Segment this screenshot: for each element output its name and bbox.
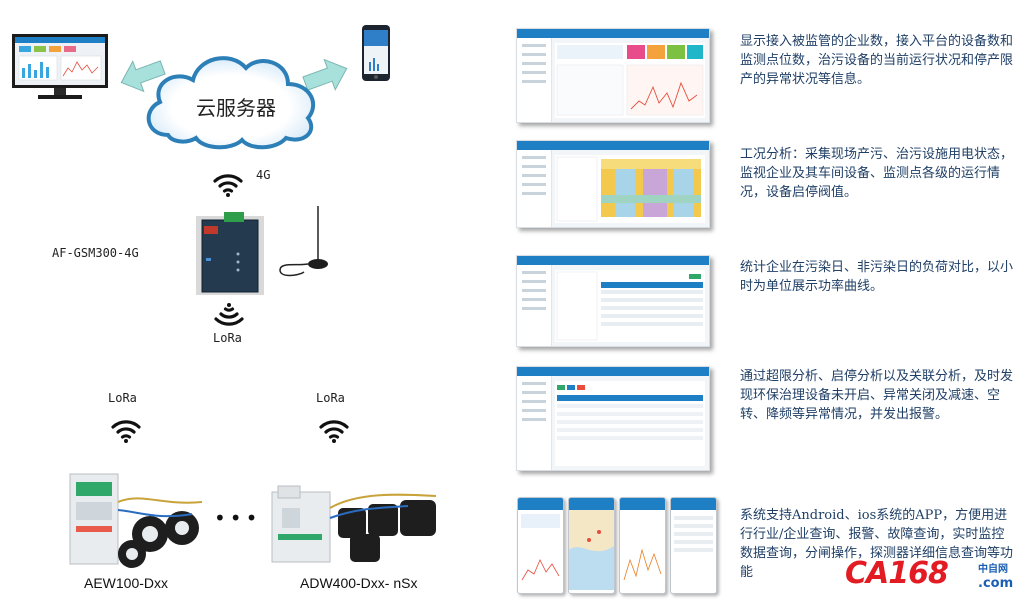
gateway-label: AF-GSM300-4G [52,246,139,260]
adw400-device [268,478,444,572]
lora-gateway-label: LoRa [213,331,242,345]
analysis-screenshot [516,140,710,228]
aew100-device [62,462,212,572]
cloud-label: 云服务器 [196,96,276,120]
wifi-lora-right-icon [319,420,349,443]
load-comparison-screenshot [516,255,710,347]
app-phone-1 [517,497,564,594]
logo-cn: 中自网 [978,564,1008,575]
dashboard-screenshot [516,28,710,123]
logo-brand: CA168 [845,556,949,591]
wifi-4g-icon [213,174,243,197]
app-phone-4 [670,497,717,594]
app-phone-3 [619,497,666,594]
signal-4g-label: 4G [256,168,271,182]
desktop-monitor [10,32,110,102]
app-phone-2 [568,497,615,594]
device-right-label: ADW400-Dxx- nSx [300,575,418,591]
description-3: 统计企业在污染日、非污染日的负荷对比，以小时为单位展示功率曲线。 [740,260,1014,294]
gateway-device [196,210,264,295]
logo-dotcom: .com [978,576,1014,591]
ca168-logo: CA168 [845,556,949,591]
alarm-screenshot [516,366,710,471]
description-1: 显示接入被监管的企业数，接入平台的设备数和监测点位数，治污设备的当前运行状况和停… [740,34,1014,87]
description-4: 通过超限分析、启停分析以及关联分析，及时发现环保治理设备未开启、异常关闭及减速、… [740,369,1014,422]
arrow-to-monitor-icon [120,60,166,93]
lora-left-label: LoRa [108,391,137,405]
antenna-icon [279,206,328,277]
wifi-lora-gateway-icon [214,303,244,326]
ellipsis-dots: ••• [214,506,262,530]
cloud-icon [146,56,316,150]
lora-right-label: LoRa [316,391,345,405]
mobile-phone [361,24,391,82]
wifi-lora-left-icon [111,420,141,443]
device-left-label: AEW100-Dxx [84,575,169,591]
arrow-to-phone-icon [302,58,348,91]
description-5: 系统支持Android、ios系统的APP，方便用进行行业/企业查询、报警、故障… [740,508,1014,580]
description-2: 工况分析：采集现场产污、治污设施用电状态，监视企业及其车间设备、监测点各级的运行… [740,147,1014,200]
